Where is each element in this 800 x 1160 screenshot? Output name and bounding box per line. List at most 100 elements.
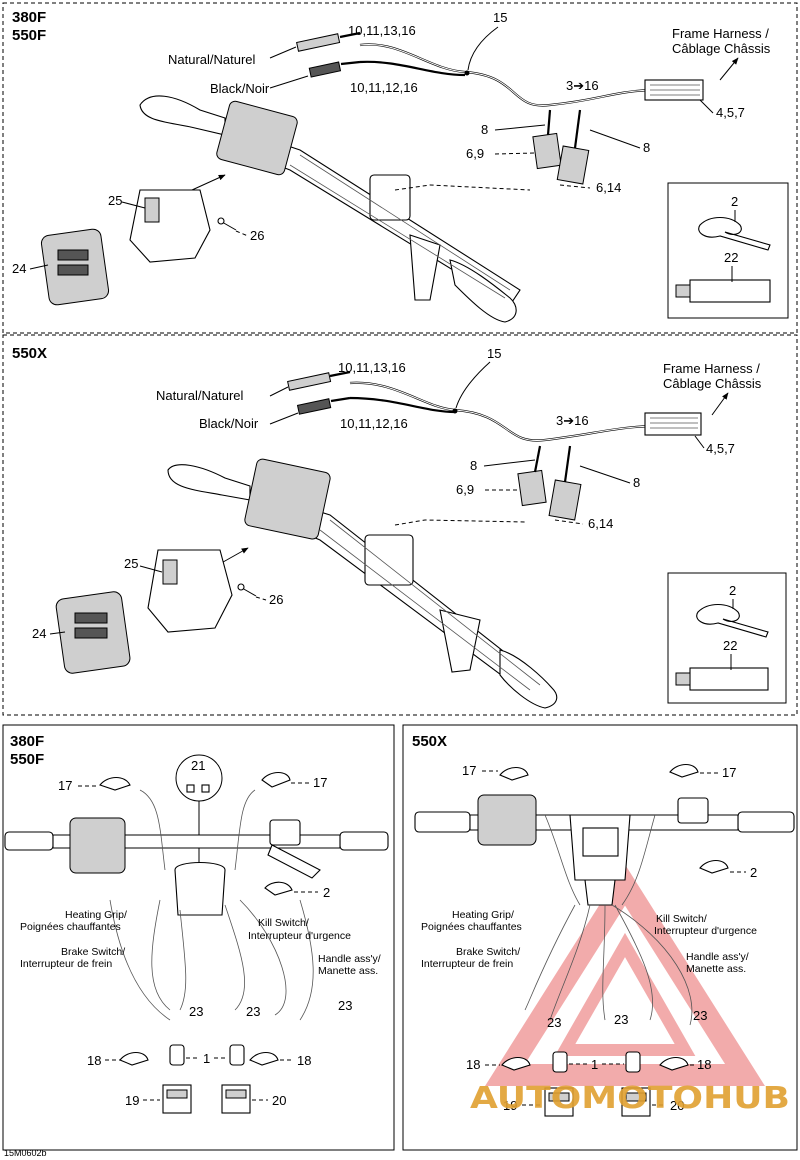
callout-3-16: 3➔16 bbox=[566, 78, 599, 93]
callout-23b: 23 bbox=[246, 1004, 260, 1019]
inset-cable-tie bbox=[667, 572, 787, 704]
callout-25: 25 bbox=[108, 193, 122, 208]
callout-6-14: 6,14 bbox=[588, 516, 613, 531]
callout-6-14: 6,14 bbox=[596, 180, 621, 195]
handlebar-assembly bbox=[167, 458, 558, 709]
callout-23c: 23 bbox=[338, 998, 352, 1013]
switch-module bbox=[40, 228, 110, 306]
label-brake-2: Interrupteur de frein bbox=[421, 958, 513, 970]
callout-18a: 18 bbox=[466, 1057, 480, 1072]
callout-23c: 23 bbox=[693, 1008, 707, 1023]
callout-26: 26 bbox=[250, 228, 264, 243]
panel-380f-550f-top: 380F 550F Natural/Naturel Black/Noir 10,… bbox=[2, 2, 798, 334]
frame-harness-connector bbox=[644, 412, 702, 436]
connector-black bbox=[296, 396, 351, 415]
label-handle-1: Handle ass'y/ bbox=[686, 951, 749, 963]
callout-15: 15 bbox=[493, 10, 507, 25]
callout-6-9: 6,9 bbox=[466, 146, 484, 161]
connector-6-9 bbox=[532, 109, 562, 170]
panel-550x-routing: 550X 17 17 2 Heating Grip/ bbox=[402, 724, 798, 1151]
label-heating-1: Heating Grip/ bbox=[452, 909, 514, 921]
callout-10-11-12-16: 10,11,12,16 bbox=[340, 416, 408, 431]
label-frame-harness-1: Frame Harness / bbox=[663, 361, 760, 376]
connector-natural bbox=[296, 31, 361, 52]
cable-tie-left bbox=[499, 766, 529, 781]
callout-1: 1 bbox=[203, 1051, 210, 1066]
callout-10-11-13-16: 10,11,13,16 bbox=[338, 360, 406, 375]
callout-8a: 8 bbox=[481, 122, 488, 137]
callout-18b: 18 bbox=[297, 1053, 311, 1068]
callout-1: 1 bbox=[591, 1057, 598, 1072]
label-natural: Natural/Naturel bbox=[168, 52, 256, 67]
connector-black bbox=[308, 60, 361, 78]
connector-detail-circle bbox=[175, 754, 223, 802]
callout-6-9: 6,9 bbox=[456, 482, 474, 497]
callout-23b: 23 bbox=[614, 1012, 628, 1027]
label-kill-2: Interrupteur d'urgence bbox=[248, 930, 351, 942]
label-handle-1: Handle ass'y/ bbox=[318, 953, 381, 965]
callout-20: 20 bbox=[670, 1098, 684, 1113]
label-heating-2: Poignées chauffantes bbox=[20, 921, 121, 933]
wiring-harness bbox=[359, 43, 651, 107]
wiring-harness bbox=[349, 381, 651, 442]
callout-8a: 8 bbox=[470, 458, 477, 473]
label-kill-2: Interrupteur d'urgence bbox=[654, 925, 757, 937]
connector-6-9 bbox=[517, 445, 547, 507]
callout-21: 21 bbox=[191, 758, 205, 773]
callout-8b: 8 bbox=[633, 475, 640, 490]
grommets bbox=[119, 1044, 279, 1066]
handlebar-routing bbox=[414, 794, 795, 1026]
label-kill-1: Kill Switch/ bbox=[258, 917, 309, 929]
panel-title-line-1: 550X bbox=[12, 345, 47, 362]
handlebar-routing bbox=[4, 789, 389, 1021]
panel-550x-top: 550X Natural/Naturel Black/Noir 10,11,13… bbox=[2, 334, 798, 716]
callout-18b: 18 bbox=[697, 1057, 711, 1072]
connector-6-14 bbox=[548, 445, 582, 521]
relay-connectors bbox=[162, 1084, 251, 1114]
screw bbox=[217, 217, 237, 231]
callout-23a: 23 bbox=[189, 1004, 203, 1019]
callout-2: 2 bbox=[750, 865, 757, 880]
callout-22: 22 bbox=[723, 638, 737, 653]
label-black: Black/Noir bbox=[210, 81, 270, 96]
label-handle-2: Manette ass. bbox=[686, 963, 746, 975]
callout-2: 2 bbox=[731, 194, 738, 209]
callout-10-11-12-16: 10,11,12,16 bbox=[350, 80, 418, 95]
callout-26: 26 bbox=[269, 592, 283, 607]
grommets bbox=[501, 1051, 689, 1073]
callout-22: 22 bbox=[724, 250, 738, 265]
callout-4-5-7: 4,5,7 bbox=[716, 105, 745, 120]
panel-title-line-1: 380F bbox=[10, 733, 44, 750]
panel-380f-550f-routing: 380F 550F 21 17 17 bbox=[2, 724, 395, 1158]
callout-4-5-7: 4,5,7 bbox=[706, 441, 735, 456]
panel-title-line-1: 550X bbox=[412, 733, 447, 750]
callout-3-16: 3➔16 bbox=[556, 413, 589, 428]
callout-2: 2 bbox=[729, 583, 736, 598]
panel-title-line-1: 380F bbox=[12, 9, 46, 26]
label-frame-harness-1: Frame Harness / bbox=[672, 26, 769, 41]
label-frame-harness-2: Câblage Châssis bbox=[663, 376, 762, 391]
callout-20: 20 bbox=[272, 1093, 286, 1108]
callout-17b: 17 bbox=[722, 765, 736, 780]
cable-tie-left bbox=[99, 776, 131, 791]
label-frame-harness-2: Câblage Châssis bbox=[672, 41, 771, 56]
switch-module bbox=[55, 591, 131, 674]
cable-tie-right bbox=[261, 771, 291, 788]
switch-housing bbox=[129, 189, 211, 263]
cable-tie-center bbox=[264, 881, 293, 896]
relay-connectors bbox=[544, 1087, 651, 1117]
switch-housing bbox=[147, 549, 233, 633]
cable-tie-center bbox=[699, 859, 729, 874]
callout-17a: 17 bbox=[462, 763, 476, 778]
screw bbox=[237, 583, 257, 597]
callout-18a: 18 bbox=[87, 1053, 101, 1068]
callout-19: 19 bbox=[125, 1093, 139, 1108]
callout-17a: 17 bbox=[58, 778, 72, 793]
label-kill-1: Kill Switch/ bbox=[656, 913, 707, 925]
label-handle-2: Manette ass. bbox=[318, 965, 378, 977]
label-heating-2: Poignées chauffantes bbox=[421, 921, 522, 933]
callout-24: 24 bbox=[12, 261, 26, 276]
callout-10-11-13-16: 10,11,13,16 bbox=[348, 23, 416, 38]
label-black: Black/Noir bbox=[199, 416, 259, 431]
